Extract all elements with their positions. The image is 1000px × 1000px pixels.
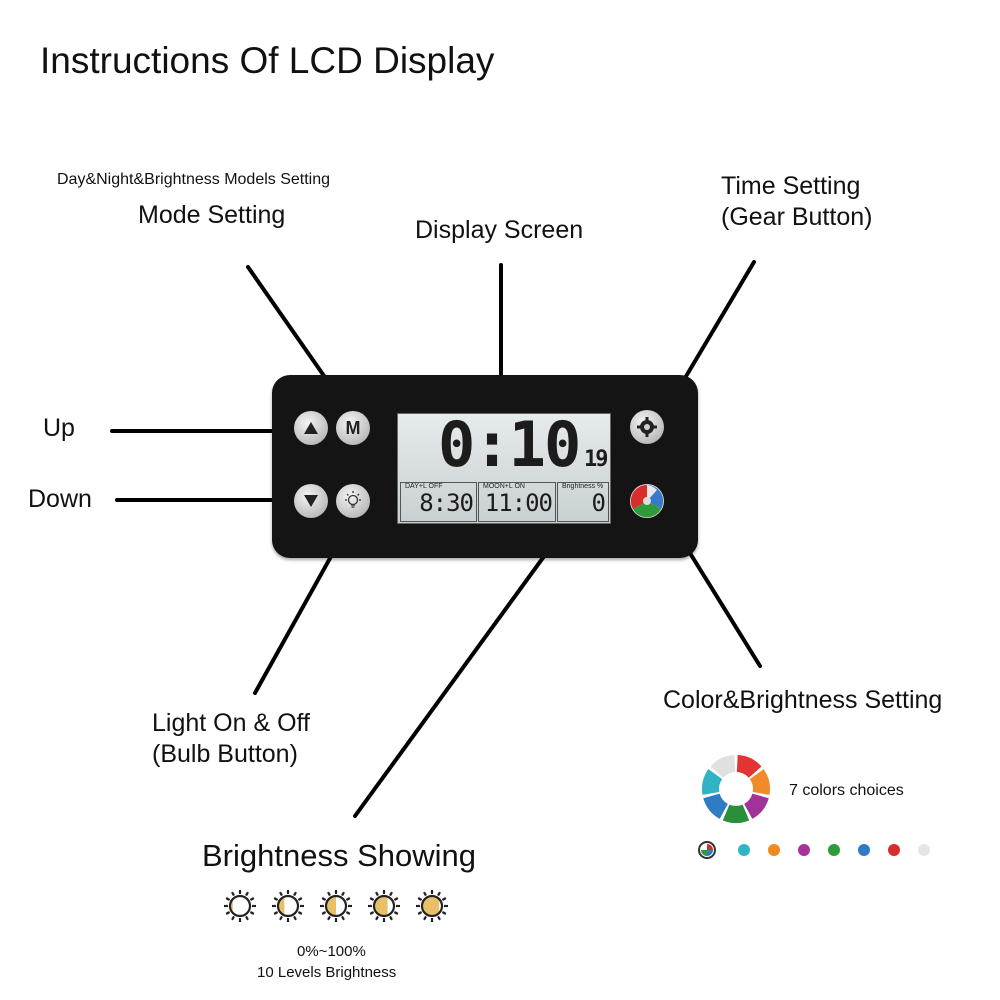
gear-icon <box>637 417 657 437</box>
day-panel-tag: DAY+L OFF <box>405 483 443 490</box>
brightness-levels-label: 10 Levels Brightness <box>257 964 397 981</box>
bulb-icon <box>345 491 361 508</box>
color-wheel-icon <box>702 755 770 823</box>
color-button[interactable] <box>630 484 664 518</box>
colors-choices-label: 7 colors choices <box>789 782 904 799</box>
moon-panel-tag: MOON+L ON <box>483 483 525 490</box>
color-wheel-segment <box>710 755 736 778</box>
color-option-dot[interactable] <box>888 844 900 856</box>
day-panel-value: 8:30 <box>419 489 474 517</box>
time-setting-line1: Time Setting <box>721 172 861 200</box>
screen-time: 0:10 <box>438 408 581 481</box>
down-label: Down <box>28 485 92 513</box>
brightness-level-icon <box>320 890 352 922</box>
brightness-level-icon <box>272 890 304 922</box>
color-wheel-segment <box>744 793 769 819</box>
brightness-panel-tag: Brightness % <box>562 483 604 490</box>
color-dots <box>698 841 930 859</box>
moon-panel-value: 11:00 <box>484 489 553 517</box>
color-wheel-segment <box>736 755 762 778</box>
color-cycle-icon <box>698 841 716 859</box>
brightness-showing-label: Brightness Showing <box>202 838 476 873</box>
brightness-level-icons <box>224 890 448 922</box>
color-option-dot[interactable] <box>798 844 810 856</box>
moon-panel: MOON+L ON 11:00 <box>478 482 556 522</box>
down-arrow-icon <box>304 495 318 507</box>
models-setting-label: Day&Night&Brightness Models Setting <box>57 171 331 188</box>
brightness-panel: Brightness % 0 <box>557 482 609 522</box>
mode-setting-label: Mode Setting <box>138 201 286 229</box>
color-wheel-button-icon <box>630 484 664 518</box>
screen-seconds: 19 <box>584 447 608 472</box>
light-button[interactable] <box>336 484 370 518</box>
time-setting-line2: (Gear Button) <box>721 203 873 231</box>
page-title: Instructions Of LCD Display <box>40 40 495 81</box>
color-option-dot[interactable] <box>738 844 750 856</box>
up-button[interactable] <box>294 411 328 445</box>
color-option-dot[interactable] <box>918 844 930 856</box>
color-option-dot[interactable] <box>828 844 840 856</box>
brightness-range-label: 0%~100% <box>297 943 366 960</box>
color-wheel-segment <box>703 793 728 819</box>
time-setting-label: Time Setting (Gear Button) <box>721 171 872 233</box>
light-line1: Light On & Off <box>152 709 310 737</box>
color-option-dot[interactable] <box>858 844 870 856</box>
display-screen: 0:10 19 DAY+L OFF 8:30 MOON+L ON 11:00 B… <box>397 408 611 524</box>
up-label: Up <box>43 414 75 442</box>
color-option-dot[interactable] <box>768 844 780 856</box>
display-screen-label: Display Screen <box>415 216 584 244</box>
color-brightness-label: Color&Brightness Setting <box>663 686 943 714</box>
brightness-level-icon <box>368 890 400 922</box>
gear-button[interactable] <box>630 410 664 444</box>
brightness-level-icon <box>416 890 448 922</box>
mode-button[interactable]: M <box>336 411 370 445</box>
light-label: Light On & Off (Bulb Button) <box>152 708 310 770</box>
up-arrow-icon <box>304 422 318 434</box>
color-wheel-segment <box>702 769 723 795</box>
mode-button-label: M <box>345 417 361 438</box>
color-wheel-segment <box>749 769 770 795</box>
color-wheel-segment <box>722 804 750 823</box>
brightness-panel-value: 0 <box>591 489 606 517</box>
day-panel: DAY+L OFF 8:30 <box>400 482 477 522</box>
down-button[interactable] <box>294 484 328 518</box>
brightness-level-icon <box>224 890 256 922</box>
light-line2: (Bulb Button) <box>152 740 298 768</box>
